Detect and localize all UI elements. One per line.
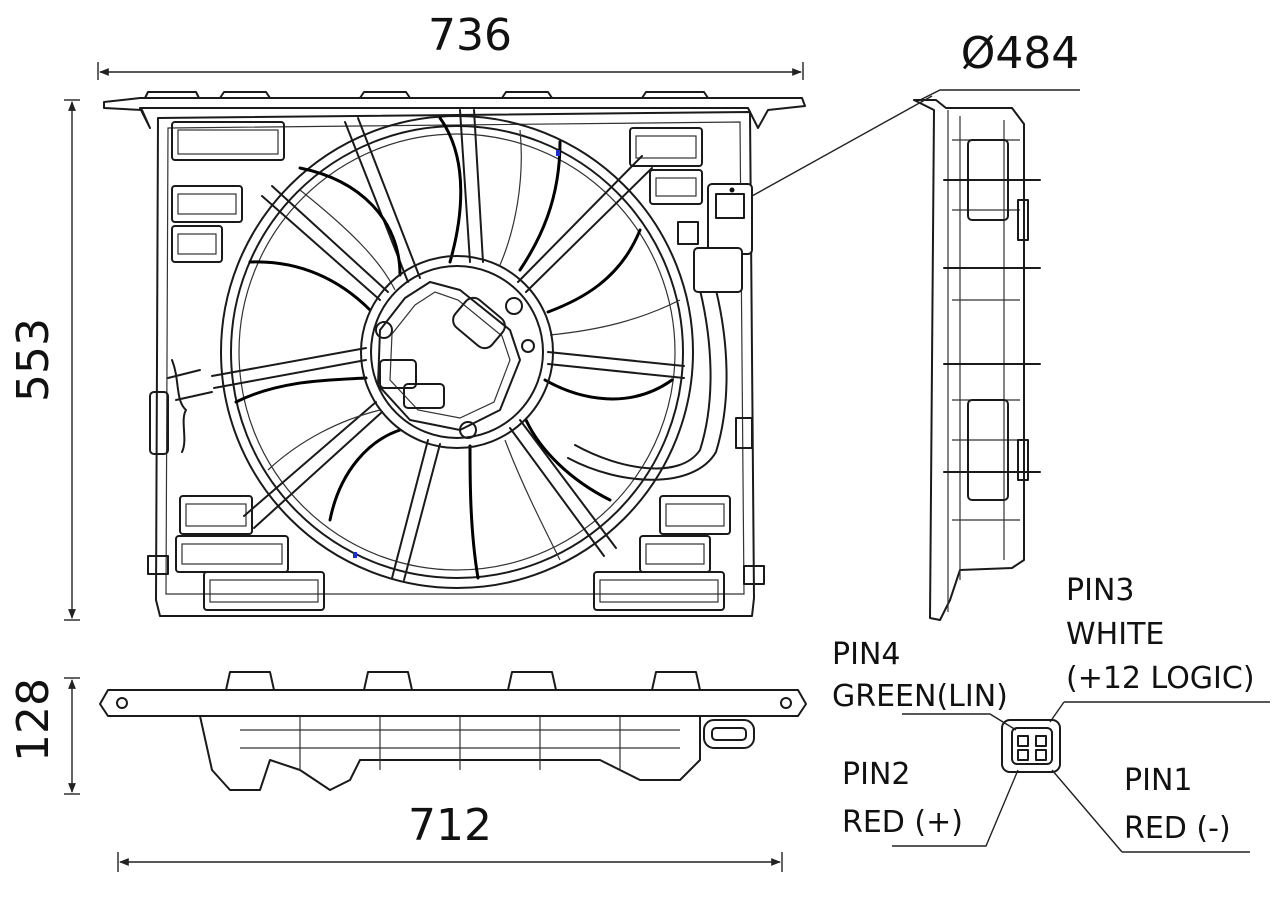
top-tab-1 [144,91,200,99]
dim-width-bottom: 712 [408,800,492,851]
front-view [103,91,806,617]
blue-marker-bottom [353,552,357,558]
motor-controller [375,281,535,439]
pin1-label: PIN1 [1124,763,1192,798]
top-tab-3 [359,91,411,99]
dim-width-top: 736 [428,10,512,61]
dimension-lines [64,62,804,872]
fan-ring-inner [230,125,684,579]
left-wire [171,359,187,453]
pin1-color: RED (-) [1124,811,1231,846]
left-clip [149,391,169,455]
left-foot-clip [147,555,169,575]
fan-ring-outer [220,115,694,589]
bottom-flange [99,689,807,717]
top-tab-4 [501,91,553,99]
side-view [913,99,1041,621]
motor-hub-outer [360,255,554,449]
dim-height: 553 [8,318,59,402]
dim-depth: 128 [8,678,59,762]
bottom-connector [703,719,755,749]
top-tab-2 [219,91,271,99]
pin3-label: PIN3 [1066,573,1134,608]
pin2-label: PIN2 [842,757,910,792]
pin3-function: (+12 LOGIC) [1066,661,1255,696]
side-outline [913,99,1025,621]
top-flange [103,97,806,129]
pin2-color: RED (+) [842,805,963,840]
fan-blade-tip [238,133,676,571]
pin-connector [1001,719,1061,773]
pin4-color: GREEN(LIN) [832,679,1008,714]
fan-blades [234,116,681,580]
pin3-color: WHITE [1066,617,1164,652]
flange-hole-left [116,697,128,709]
wire-harness [574,289,712,470]
motor-hub-inner [370,265,544,439]
right-foot-clip [743,565,765,585]
bottom-body [199,715,701,791]
front-connector [677,183,753,293]
fan-struts [211,109,685,581]
top-tab-5 [641,91,709,99]
blue-marker-top [556,150,560,156]
flange-hole-right [780,697,792,709]
leader-lines [751,89,1270,853]
right-clip [735,417,753,449]
shutter-flaps [171,121,731,611]
shroud-inner [165,121,745,595]
bottom-view [99,671,807,791]
pin4-label: PIN4 [832,637,900,672]
shroud-frame [155,111,755,617]
dim-diameter: Ø484 [961,28,1080,79]
